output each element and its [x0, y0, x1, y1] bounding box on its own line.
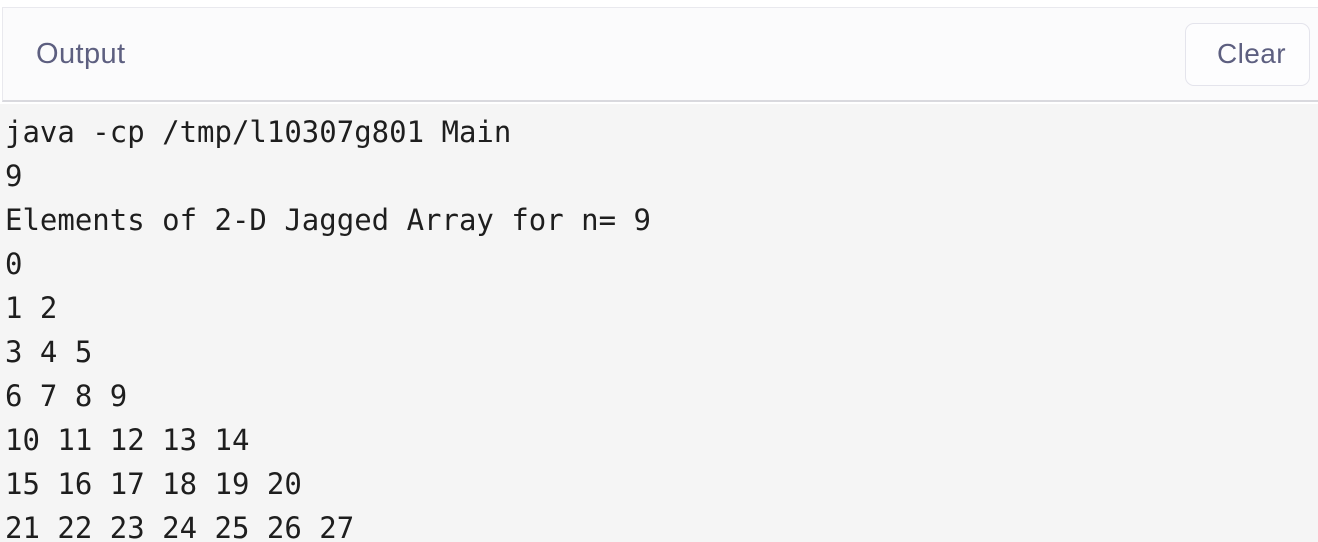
output-header: Output Clear — [2, 7, 1318, 102]
console-line: 10 11 12 13 14 — [5, 423, 250, 457]
console-line: java -cp /tmp/l10307g801 Main — [5, 115, 512, 149]
console-line: 3 4 5 — [5, 335, 93, 369]
console-line: Elements of 2-D Jagged Array for n= 9 — [5, 203, 652, 237]
console-line: 15 16 17 18 19 20 — [5, 467, 302, 501]
console-line: 6 7 8 9 — [5, 379, 128, 413]
output-panel-title: Output — [36, 37, 126, 70]
console-line: 1 2 — [5, 291, 58, 325]
console-line: 0 — [5, 247, 23, 281]
console-line: 21 22 23 24 25 26 27 — [5, 511, 355, 542]
console-line: 9 — [5, 159, 23, 193]
clear-output-button[interactable]: Clear — [1185, 22, 1310, 86]
